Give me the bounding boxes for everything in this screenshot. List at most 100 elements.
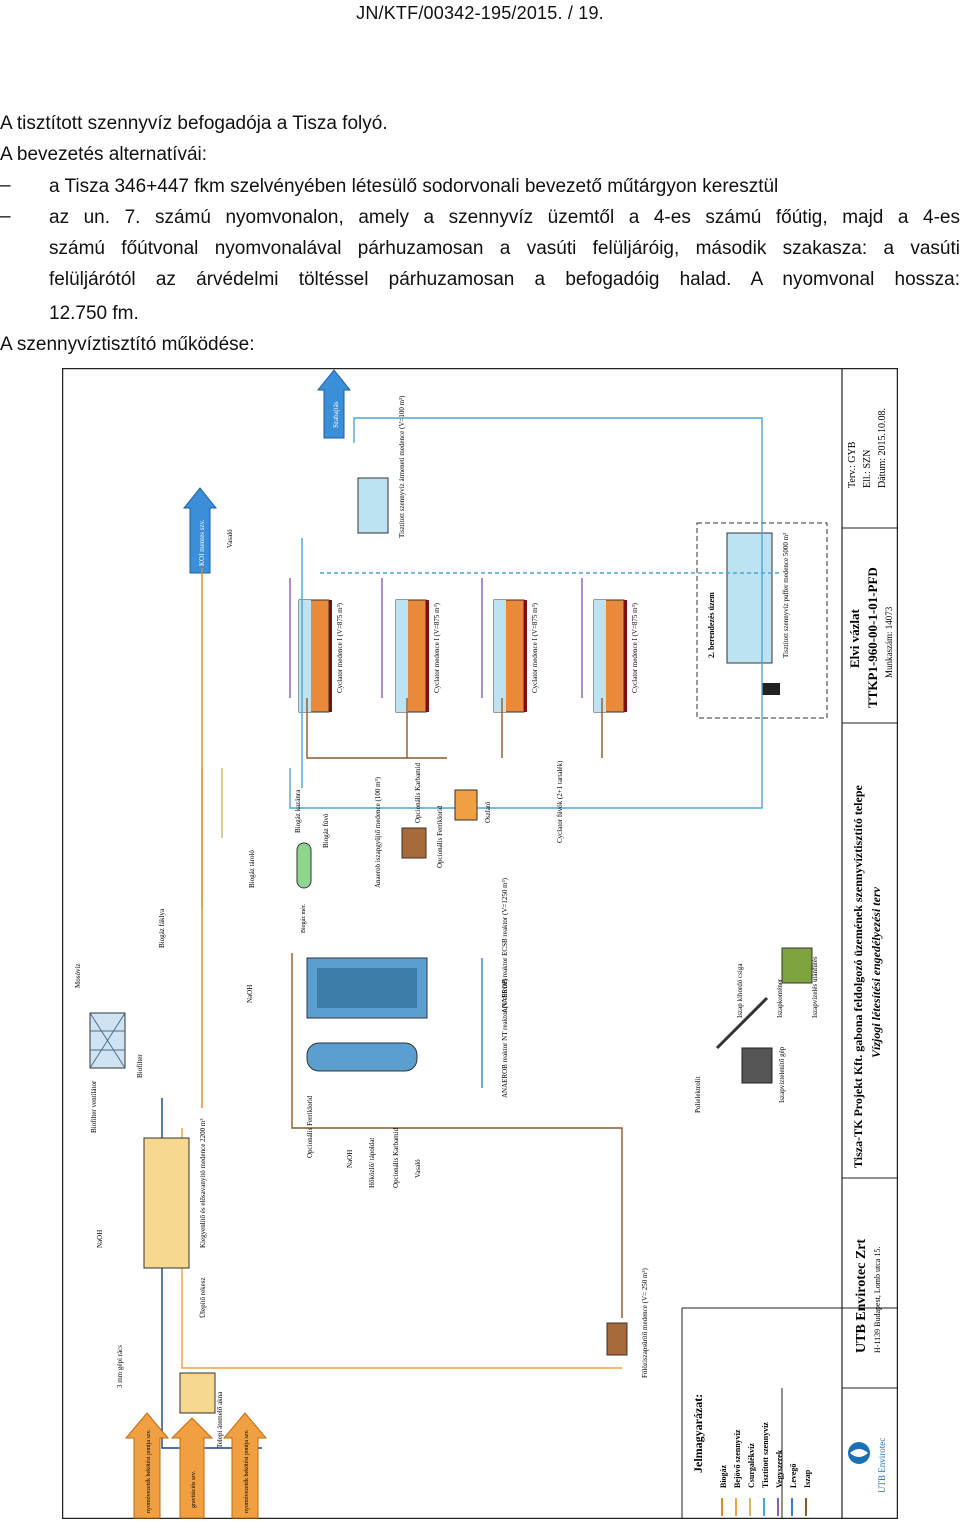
svg-text:Iszapvíztelenítő gép: Iszapvíztelenítő gép xyxy=(778,1046,786,1103)
pfd-svg: Terv.: GYB Ell.: SZN Dátum: 2015.10.08. … xyxy=(62,368,898,1519)
svg-text:gravitációs szv.: gravitációs szv. xyxy=(191,1471,197,1508)
company-name: UTB Envirotec Zrt xyxy=(854,1239,869,1353)
sludge-dewatering: Iszap kihordó csiga Iszapvíztelenítő gép… xyxy=(694,947,819,1113)
legend-title: Jelmagyarázat: xyxy=(691,1394,705,1473)
legend-item-label: Csurgalékvíz xyxy=(747,1443,756,1488)
page-header: JN/KTF/00342-195/2015. / 19. xyxy=(356,3,604,23)
company-logo: UTB Envirotec xyxy=(848,1438,887,1493)
legend-item-label: Tisztított szennyvíz xyxy=(761,1422,770,1488)
bullet-item-2-line-2: számú főútvonal nyomvonalával párhuzamos… xyxy=(49,238,960,259)
cyclator-tank: Cyclator medence I (V=875 m³) xyxy=(298,599,344,713)
svg-text:NaOH: NaOH xyxy=(346,1150,354,1168)
bullet-item-2-line-1: az un. 7. számú nyomvonalon, amely a sze… xyxy=(49,207,960,228)
svg-text:Vasaló: Vasaló xyxy=(226,529,234,548)
svg-text:Biogáz kazánra: Biogáz kazánra xyxy=(294,789,302,833)
svg-text:Telepi átemelő akna: Telepi átemelő akna xyxy=(216,1391,224,1448)
doc-code: TTKP1-960-00-1-01-PFD xyxy=(865,567,880,708)
biofilter: Biofilter Mosóvíz Biofilter ventilátor xyxy=(74,964,144,1134)
legend-item-label: Bejövő szennyvíz xyxy=(733,1429,742,1488)
company-address: H-1139 Budapest, Lomb utca 15. xyxy=(873,1247,882,1353)
bullet-item-2-line-4: 12.750 fm. xyxy=(49,303,139,324)
svg-text:Vasaló: Vasaló xyxy=(414,1159,422,1178)
koi-arrow: KOI mentes szv. xyxy=(182,487,218,574)
logo-text: UTB Envirotec xyxy=(877,1438,887,1493)
date-label: Dátum: 2015.10.08. xyxy=(877,408,888,488)
anaerobic-sludge-tank: Anaerob iszapgyűjtő medence (100 m³) xyxy=(374,776,427,888)
treated-water-tank: Tisztított szennyvíz átmeneti medence (V… xyxy=(357,395,406,538)
svg-text:2. berendezés üzem: 2. berendezés üzem xyxy=(707,592,716,658)
anaerob-nt-reactor: ANAEROB reaktor NT reaktor (V=95 m³) xyxy=(306,978,509,1098)
checker-label: Ell.: SZN xyxy=(862,450,873,488)
cyclator-tanks: Cyclator medence I (V=875 m³) Cyclator me… xyxy=(298,599,639,713)
svg-text:NaOH: NaOH xyxy=(96,1230,104,1248)
svg-text:Biogáz tároló: Biogáz tároló xyxy=(248,850,256,888)
cyclator-tank: Cyclator medence I (V=875 m³) xyxy=(593,599,639,713)
svg-text:Ülepítő rekesz: Ülepítő rekesz xyxy=(199,1277,207,1318)
svg-text:Cyclator fúvók (2+1 tartalék): Cyclator fúvók (2+1 tartalék) xyxy=(556,760,564,843)
cyclator-label: Cyclator medence I (V=875 m³) xyxy=(433,602,441,693)
cyclator-label: Cyclator medence I (V=875 m³) xyxy=(336,602,344,693)
sludge-thickener: Fölöziszapsűrítő medence (V= 250 m³) xyxy=(606,1267,649,1378)
svg-text:Opcionális Karbamid: Opcionális Karbamid xyxy=(392,1127,400,1188)
svg-text:Biogáz fáklya: Biogáz fáklya xyxy=(158,908,166,948)
svg-text:ANAEROB reaktor ECSB reaktor (: ANAEROB reaktor ECSB reaktor (V=1250 m³) xyxy=(501,877,509,1013)
svg-text:Tisztított szennyvíz átmeneti: Tisztított szennyvíz átmeneti medence (V… xyxy=(398,395,406,538)
svg-text:Polielektrolit: Polielektrolit xyxy=(694,1076,702,1113)
svg-text:Tisztított szennyvíz puffer me: Tisztított szennyvíz puffer medence 5000… xyxy=(782,533,790,658)
legend-item-label: Iszap xyxy=(803,1469,812,1488)
chemical-dosing-labels: Opcionális Ferriklorid NaOH Hőközlő/ táp… xyxy=(306,1095,422,1188)
legend-item-label: Vegyszerek xyxy=(775,1449,784,1488)
svg-text:Opcionális Karbamid: Opcionális Karbamid xyxy=(414,762,422,823)
svg-text:ANAEROB reaktor NT reaktor (V=: ANAEROB reaktor NT reaktor (V=95 m³) xyxy=(501,978,509,1098)
svg-text:Fölöziszapsűrítő medence (V= 2: Fölöziszapsűrítő medence (V= 250 m³) xyxy=(641,1267,649,1378)
cyclator-tank: Cyclator medence I (V=875 m³) xyxy=(395,599,441,713)
svg-text:Opcionális Ferriklorid: Opcionális Ferriklorid xyxy=(306,1095,314,1158)
doc-type: Elvi vázlat xyxy=(847,608,862,668)
designer-label: Terv.: GYB xyxy=(847,441,858,488)
outflow-arrow: Szabajtás xyxy=(316,369,352,439)
inflow-arrows: nyomóvezeték bekötési pontja szv. gravit… xyxy=(124,1412,268,1519)
svg-text:Kiegyenlítő és elősavanyító me: Kiegyenlítő és elősavanyító medence 2200… xyxy=(199,1119,207,1248)
process-flow-diagram: Terv.: GYB Ell.: SZN Dátum: 2015.10.08. … xyxy=(62,368,898,1519)
svg-text:Szabajtás: Szabajtás xyxy=(332,401,340,428)
pump-pit: Telepi átemelő akna xyxy=(179,1372,224,1448)
bullet-dash: – xyxy=(0,175,11,196)
svg-text:Oszlató: Oszlató xyxy=(484,801,492,823)
svg-text:Mosóvíz: Mosóvíz xyxy=(74,964,82,989)
legend-item-label: Levegő xyxy=(789,1464,798,1488)
permit-title: Vízjogi létesítési engedélyezési terv xyxy=(869,886,883,1058)
legend: Jelmagyarázat: Biogáz Bejövő szennyvíz Csu… xyxy=(691,1394,812,1516)
paragraph-operation: A szennyvíztisztító működése: xyxy=(0,334,255,355)
biogas-storage: Biogáz tároló xyxy=(248,842,312,889)
bullet-dash: – xyxy=(0,206,11,227)
svg-text:Biofilter: Biofilter xyxy=(136,1054,144,1078)
dosing-unit: Oszlató xyxy=(454,789,492,823)
svg-text:Iszapkonténer: Iszapkonténer xyxy=(776,978,784,1018)
work-number: Munkaszám: 14073 xyxy=(884,606,894,678)
svg-text:3 mm gépi rács: 3 mm gépi rács xyxy=(116,1345,124,1388)
paragraph-receiver: A tisztított szennyvíz befogadója a Tisz… xyxy=(0,113,388,134)
cyclator-label: Cyclator medence I (V=875 m³) xyxy=(531,602,539,693)
bullet-item-2-line-3: felüljárótól az árvédelmi töltéssel párh… xyxy=(49,269,960,290)
svg-text:nyomóvezeték bekötési pontja s: nyomóvezeték bekötési pontja szv. xyxy=(244,1429,250,1513)
svg-text:Opcionális Ferriklorid: Opcionális Ferriklorid xyxy=(436,805,444,868)
anaerob-ecsb-reactor: ANAEROB reaktor ECSB reaktor (V=1250 m³) xyxy=(306,877,509,1019)
buffer-tank: Tisztított szennyvíz puffer medence 5000… xyxy=(696,522,828,719)
svg-text:Iszapvízelés utánfűtés: Iszapvízelés utánfűtés xyxy=(811,956,819,1018)
cyclator-tank: Cyclator medence I (V=875 m³) xyxy=(493,599,539,713)
cyclator-label: Cyclator medence I (V=875 m³) xyxy=(631,602,639,693)
paragraph-alternatives: A bevezetés alternatívái: xyxy=(0,144,208,165)
svg-text:Biogáz mér.: Biogáz mér. xyxy=(301,904,307,933)
legend-item-label: Biogáz xyxy=(719,1464,728,1488)
equalizer-tank: Kiegyenlítő és elősavanyító medence 2200… xyxy=(143,1119,207,1318)
svg-text:Anaerob iszapgyűjtő medence (1: Anaerob iszapgyűjtő medence (100 m³) xyxy=(374,776,382,888)
svg-text:NaOH: NaOH xyxy=(246,985,254,1003)
svg-text:Iszap kihordó csiga: Iszap kihordó csiga xyxy=(736,963,744,1018)
svg-text:Hőközlő/ tápoldat: Hőközlő/ tápoldat xyxy=(368,1138,376,1188)
bullet-item-1: a Tisza 346+447 fkm szelvényében létesül… xyxy=(49,176,779,197)
project-title: Tisza-TK Projekt Kft. gabona feldolgozó … xyxy=(851,784,865,1168)
svg-text:Biofilter ventilátor: Biofilter ventilátor xyxy=(90,1080,98,1133)
svg-text:Biogáz fúvó: Biogáz fúvó xyxy=(322,813,330,848)
svg-text:nyomóvezeték bekötési pontja s: nyomóvezeték bekötési pontja szv. xyxy=(146,1429,152,1513)
svg-text:KOI mentes szv.: KOI mentes szv. xyxy=(198,519,206,566)
